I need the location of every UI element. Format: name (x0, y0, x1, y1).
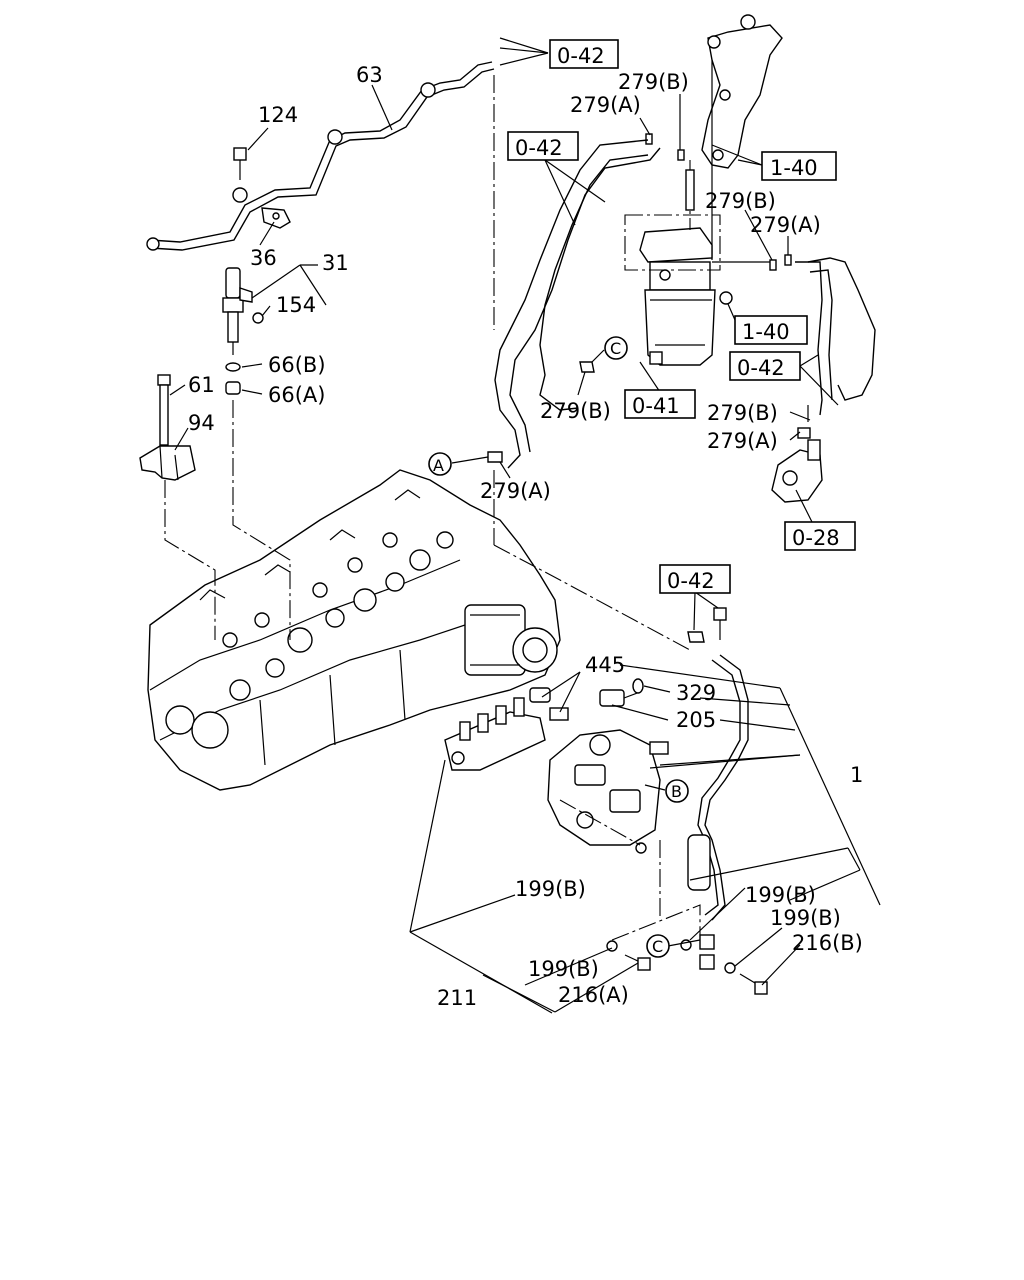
callout-279a-r2: 279(A) (707, 429, 778, 453)
callout-445: 445 (585, 653, 625, 677)
callout-279a-r1: 279(A) (750, 213, 821, 237)
refbox-0-41: 0-41 (624, 389, 696, 419)
callout-216b: 216(B) (792, 931, 863, 955)
o-ring-329 (632, 678, 644, 694)
o-ring-66b (225, 362, 241, 372)
callout-154: 154 (276, 293, 316, 317)
refbox-0-42-low: 0-42 (659, 564, 731, 594)
bolt-216a (624, 954, 651, 971)
refbox-1-40-top: 1-40 (761, 151, 837, 181)
callout-279b-top: 279(B) (618, 70, 689, 94)
marker-label: B (671, 782, 682, 801)
bolt-216b (739, 973, 768, 995)
refbox-label: 1-40 (770, 156, 818, 180)
callout-216a: 216(A) (558, 983, 629, 1007)
callout-31: 31 (322, 251, 349, 275)
banjo-fitting (699, 934, 715, 970)
alignment-line-rail (559, 799, 641, 846)
callout-329: 329 (676, 681, 716, 705)
hose-clamp-279b-top (677, 149, 685, 161)
refbox-0-42-right: 0-42 (729, 351, 801, 381)
bolt-124 (233, 147, 247, 180)
leader-lines (169, 37, 881, 1014)
fuel-filter (639, 227, 716, 366)
callout-211: 211 (437, 986, 477, 1010)
stud-61 (157, 374, 171, 446)
callout-94: 94 (188, 411, 215, 435)
refbox-label: 0-42 (515, 136, 563, 160)
hose-clamp-279a-r1 (784, 254, 792, 266)
callout-61: 61 (188, 373, 215, 397)
sensor-205 (599, 689, 641, 707)
clip-36 (261, 207, 291, 229)
refbox-1-40-mid: 1-40 (734, 315, 808, 345)
alignment-line-61 (164, 480, 216, 640)
marker-a: A (428, 452, 452, 476)
nut-1-40 (719, 291, 733, 305)
washer-199b-3 (724, 962, 736, 974)
sensor-445 (529, 687, 569, 721)
callout-199b-1: 199(B) (515, 877, 586, 901)
filter-outline (624, 214, 721, 271)
refbox-0-42-top: 0-42 (549, 39, 619, 69)
refbox-label: 0-42 (557, 44, 605, 68)
filter-bracket (701, 14, 783, 260)
bolt-0-42-low (687, 607, 727, 643)
refbox-0-42-left: 0-42 (507, 131, 579, 161)
callout-279b-r1: 279(B) (705, 189, 776, 213)
callout-63: 63 (356, 63, 383, 87)
callout-66b: 66(B) (268, 353, 326, 377)
fuel-pump-connector (771, 427, 823, 503)
injector-31 (222, 267, 253, 355)
callout-36: 36 (250, 246, 277, 270)
marker-label: C (610, 339, 621, 358)
washer-154 (252, 312, 264, 324)
bolt-filter (685, 169, 695, 211)
alignment-line-66 (232, 400, 291, 640)
refbox-label: 0-41 (632, 394, 680, 418)
callout-279a-top: 279(A) (570, 93, 641, 117)
callout-205: 205 (676, 708, 716, 732)
callout-199b-2: 199(B) (745, 883, 816, 907)
supply-pump (547, 729, 669, 846)
gasket-66a (225, 381, 241, 395)
refbox-label: 0-42 (737, 356, 785, 380)
refbox-label: 0-28 (792, 526, 840, 550)
clamp-94 (139, 445, 196, 481)
refbox-0-28: 0-28 (784, 521, 856, 551)
alignment-line-pump (493, 544, 691, 651)
clip-279b-mid (579, 361, 595, 373)
callout-labels: 63 124 36 31 154 66(B) 66(A) 61 94 279(B… (188, 63, 863, 1010)
marker-c-lower: C (646, 934, 670, 958)
callout-279a-low: 279(A) (480, 479, 551, 503)
fuel-pipe-high-pressure (687, 654, 749, 921)
refbox-label: 1-40 (742, 320, 790, 344)
leak-off-pipe (146, 61, 495, 251)
washer-199b-1 (635, 842, 647, 854)
common-rail (444, 697, 546, 771)
refbox-label: 0-42 (667, 569, 715, 593)
callout-279b-mid: 279(B) (540, 399, 611, 423)
hose-clamp-279a-top (645, 133, 653, 145)
hose-clamp-279b-r1 (769, 259, 777, 271)
fuel-hose-left (494, 139, 661, 469)
callout-124: 124 (258, 103, 298, 127)
cylinder-head (147, 469, 561, 791)
fuel-hose-right (795, 257, 876, 416)
marker-b: B (665, 779, 689, 803)
alignment-line-216 (611, 904, 701, 941)
marker-label: C (652, 937, 663, 956)
callout-1: 1 (850, 763, 863, 787)
callout-66a: 66(A) (268, 383, 325, 407)
callout-199b-3: 199(B) (770, 906, 841, 930)
callout-279b-r2: 279(B) (707, 401, 778, 425)
callout-199b-4: 199(B) (528, 957, 599, 981)
clip-279a-low (487, 451, 503, 463)
marker-label: A (433, 456, 444, 475)
marker-c-upper: C (604, 336, 628, 360)
